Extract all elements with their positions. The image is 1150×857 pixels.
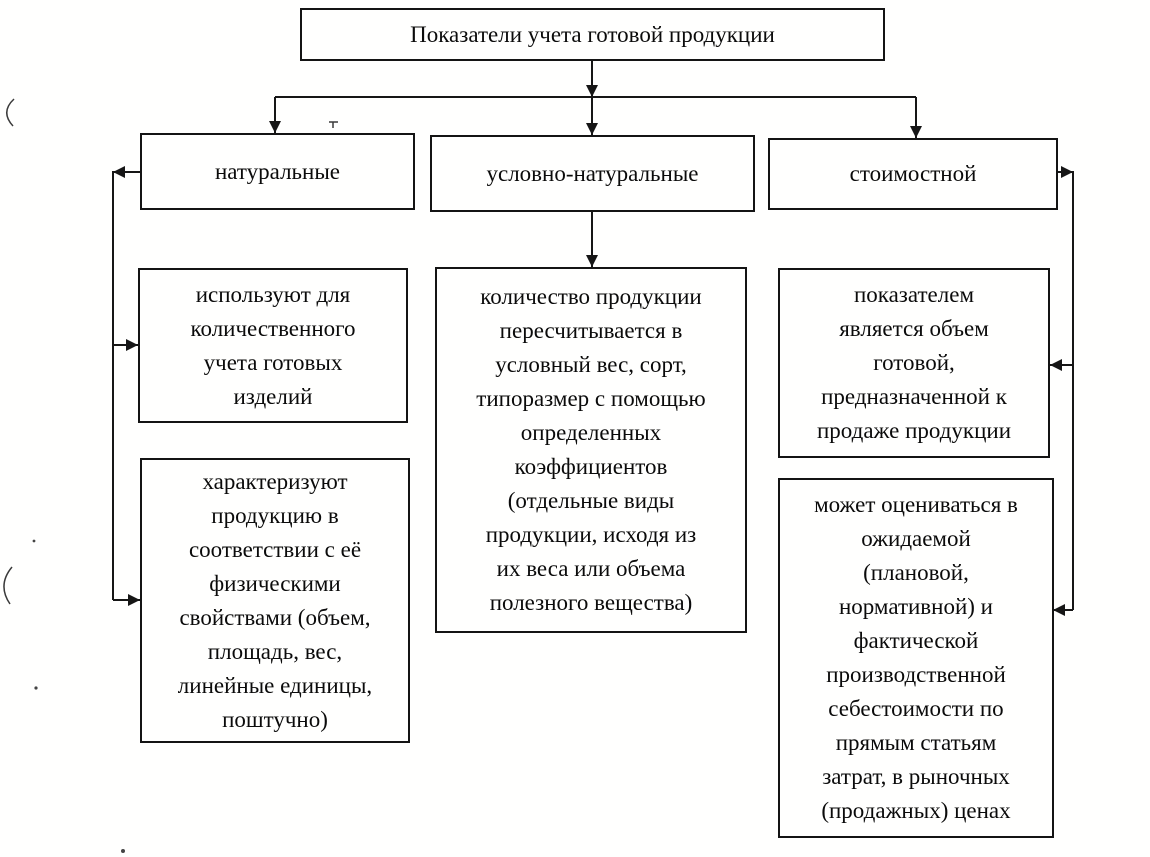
arrowhead-cost-indicator-icon	[1050, 359, 1062, 371]
node-natural-usage-text: используют для количественного учета гот…	[190, 281, 356, 409]
arrowhead-natural-usage-icon	[126, 339, 138, 351]
node-natural-character-text: характеризуют продукцию в соответствии с…	[177, 468, 373, 732]
node-natural-usage: используют для количественного учета гот…	[138, 268, 408, 423]
node-cost-valuation: может оцениваться в ожидаемой (плановой,…	[778, 478, 1054, 838]
arrowhead-natural-stub-icon	[113, 166, 125, 178]
node-root-title: Показатели учета готовой продукции	[300, 8, 885, 61]
scan-artifact-tick	[329, 121, 338, 128]
arrowhead-natural-down-icon	[269, 121, 281, 133]
node-category-conditional-natural-label: условно-натуральные	[486, 160, 699, 186]
node-category-conditional-natural: условно-натуральные	[430, 135, 755, 212]
scan-speck-1	[121, 849, 125, 853]
arrowhead-natural-character-icon	[128, 594, 140, 606]
arrowhead-cost-down-icon	[910, 126, 922, 138]
scan-speck-2	[34, 686, 38, 690]
scan-artifact-curve-top	[6, 98, 15, 127]
arrowhead-cost-stub-icon	[1061, 166, 1073, 178]
node-natural-character: характеризуют продукцию в соответствии с…	[140, 458, 410, 743]
arrowhead-conditional-detail-icon	[586, 255, 598, 267]
arrowhead-root-down-icon	[586, 85, 598, 97]
node-root-label: Показатели учета готовой продукции	[410, 21, 775, 47]
node-cost-indicator: показателем является объем готовой, пред…	[778, 268, 1050, 458]
node-category-natural: натуральные	[140, 133, 415, 210]
node-category-cost-label: стоимостной	[849, 161, 977, 186]
node-cost-indicator-text: показателем является объем готовой, пред…	[816, 282, 1012, 443]
arrowhead-cost-valuation-icon	[1053, 604, 1065, 616]
node-category-cost: стоимостной	[768, 138, 1058, 210]
node-category-natural-label: натуральные	[214, 158, 341, 184]
node-conditional-description: количество продукции пересчитывается в у…	[435, 267, 747, 633]
node-cost-valuation-text: может оцениваться в ожидаемой (плановой,…	[814, 492, 1018, 823]
arrowhead-conditional-down-icon	[586, 123, 598, 135]
node-conditional-description-text: количество продукции пересчитывается в у…	[476, 284, 706, 615]
scan-artifact-curve-bottom	[3, 566, 13, 605]
scan-speck-3	[32, 539, 36, 543]
